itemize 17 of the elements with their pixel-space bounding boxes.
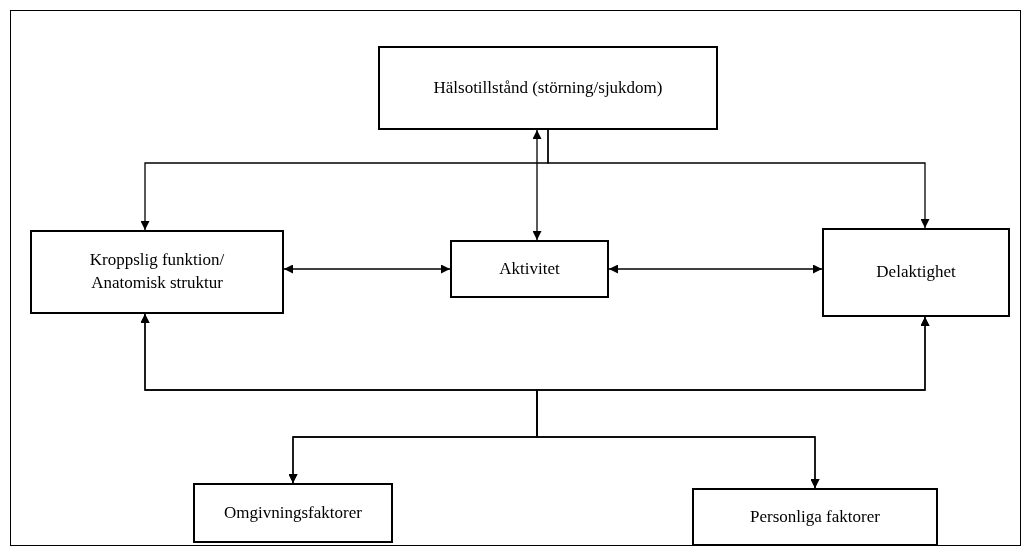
arrow bbox=[536, 316, 930, 489]
box-label: Aktivitet bbox=[499, 257, 560, 280]
arrow bbox=[532, 129, 542, 241]
process-box bbox=[378, 46, 718, 130]
box-label: Omgivningsfaktorer bbox=[224, 501, 362, 524]
box-label: Personliga faktorer bbox=[750, 505, 880, 528]
arrow bbox=[547, 129, 930, 229]
process-box bbox=[193, 483, 393, 543]
process-box bbox=[822, 228, 1010, 317]
box-label: Kroppslig funktion/ Anatomisk struktur bbox=[88, 249, 226, 294]
arrow bbox=[283, 264, 451, 274]
process-box bbox=[450, 240, 609, 298]
box-label: Hälsotillstånd (störning/sjukdom) bbox=[433, 76, 663, 99]
arrow bbox=[608, 264, 823, 274]
process-box bbox=[30, 230, 284, 314]
process-box bbox=[692, 488, 938, 546]
box-label: Delaktighet bbox=[876, 261, 956, 284]
